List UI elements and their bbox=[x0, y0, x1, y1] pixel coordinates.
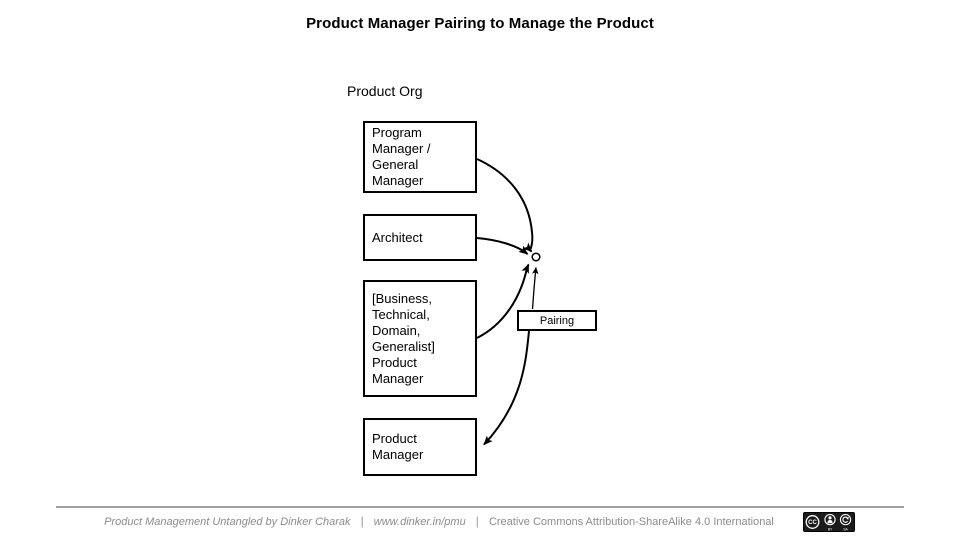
node-label: Architect bbox=[372, 229, 423, 245]
by-person-body bbox=[827, 520, 833, 524]
cc-icon-text: CC bbox=[808, 520, 817, 526]
footer-url: www.dinker.in/pmu bbox=[373, 516, 466, 528]
node-label: [Business, Technical, Domain, Generalist… bbox=[372, 290, 435, 386]
node-architect: Architect bbox=[363, 214, 477, 261]
page-title: Product Manager Pairing to Manage the Pr… bbox=[306, 15, 654, 32]
sa-arrow-icon bbox=[839, 513, 852, 526]
footer-divider bbox=[56, 506, 904, 508]
footer-license: Creative Commons Attribution-ShareAlike … bbox=[488, 516, 774, 528]
edge-label-text: Pairing bbox=[539, 314, 575, 327]
edge-label-pairing: Pairing bbox=[517, 310, 597, 331]
by-person-icon bbox=[824, 513, 836, 526]
node-program-general-manager: Program Manager / General Manager bbox=[363, 121, 477, 193]
junction-circle bbox=[531, 252, 541, 262]
sa-label: SA bbox=[843, 527, 848, 531]
node-label: Program Manager / General Manager bbox=[372, 125, 431, 188]
edge-btdg-pm-to-junction bbox=[476, 263, 530, 339]
by-label: BY bbox=[828, 527, 833, 531]
group-label-product-org: Product Org bbox=[347, 83, 423, 99]
node-label: Product Manager bbox=[372, 431, 424, 462]
footer-attribution: Product Management Untangled by Dinker C… bbox=[0, 514, 878, 528]
pairing-leader-arrow bbox=[531, 267, 539, 310]
edge-program-manager-to-junction bbox=[476, 158, 534, 253]
edge-junction-to-product-manager bbox=[483, 330, 530, 446]
footer-separator: | bbox=[360, 514, 364, 528]
footer-book-title: Product Management Untangled by Dinker C… bbox=[104, 516, 351, 528]
node-product-manager: Product Manager bbox=[363, 418, 477, 476]
by-person-head bbox=[828, 516, 832, 520]
node-btdg-product-manager: [Business, Technical, Domain, Generalist… bbox=[363, 280, 477, 397]
cc-icon bbox=[805, 515, 820, 529]
edge-architect-to-junction bbox=[476, 237, 529, 255]
sa-arrow-head bbox=[846, 516, 849, 520]
cc-by-sa-badge: CC BY SA bbox=[803, 512, 855, 532]
footer-separator: | bbox=[475, 514, 479, 528]
